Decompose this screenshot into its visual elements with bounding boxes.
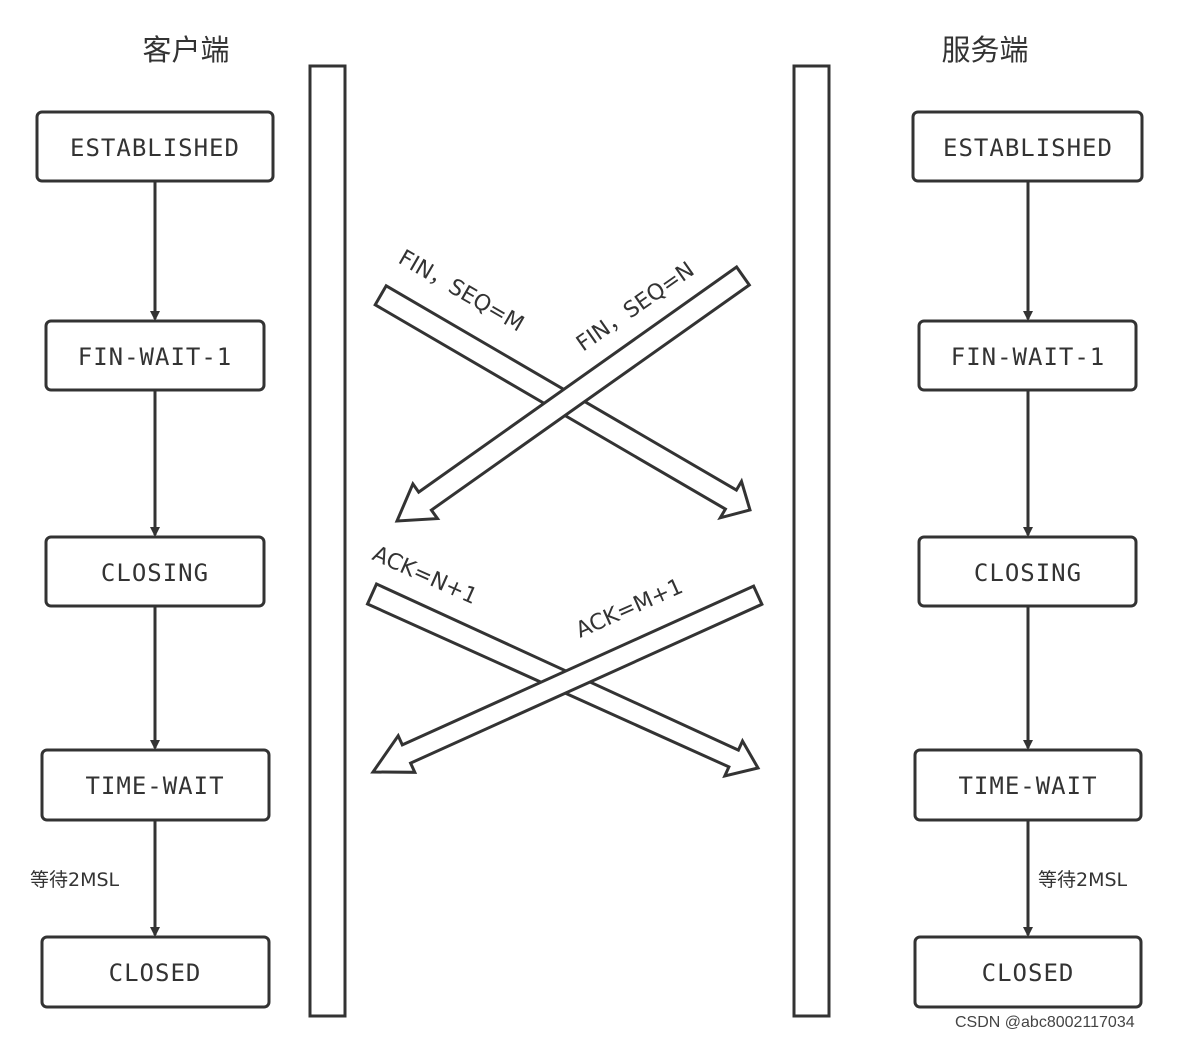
client-state-label: FIN-WAIT-1 [78,343,233,371]
server-state-fin-wait-1: FIN-WAIT-1 [917,319,1138,392]
client-title: 客户端 [142,33,229,67]
server-state-established: ESTABLISHED [911,110,1144,183]
client-state-label: CLOSED [109,959,202,987]
client-state-label: CLOSING [101,559,209,587]
server-wait-note: 等待2MSL [1038,869,1128,891]
server-state-label: CLOSED [982,959,1075,987]
client-state-label: ESTABLISHED [70,134,240,162]
client-state-label: TIME-WAIT [85,772,224,800]
server-state-label: TIME-WAIT [958,772,1097,800]
server-state-time-wait: TIME-WAIT [913,748,1143,822]
client-timeline-bar [308,64,347,1018]
client-state-established: ESTABLISHED [35,110,275,183]
server-state-label: ESTABLISHED [943,134,1113,162]
client-state-fin-wait-1: FIN-WAIT-1 [44,319,266,392]
client-state-time-wait: TIME-WAIT [40,748,271,822]
server-state-closing: CLOSING [917,535,1138,608]
client-wait-note: 等待2MSL [30,869,120,891]
server-state-label: CLOSING [974,559,1082,587]
client-state-closing: CLOSING [44,535,266,608]
client-state-closed: CLOSED [40,935,271,1009]
server-title: 服务端 [941,33,1028,67]
server-state-label: FIN-WAIT-1 [951,343,1106,371]
watermark: CSDN @abc8002117034 [955,1014,1135,1031]
server-timeline-bar [792,64,831,1018]
server-state-closed: CLOSED [913,935,1143,1009]
fin-server-to-client-arrow [394,264,752,523]
ack-server-to-client-arrow [370,584,764,774]
